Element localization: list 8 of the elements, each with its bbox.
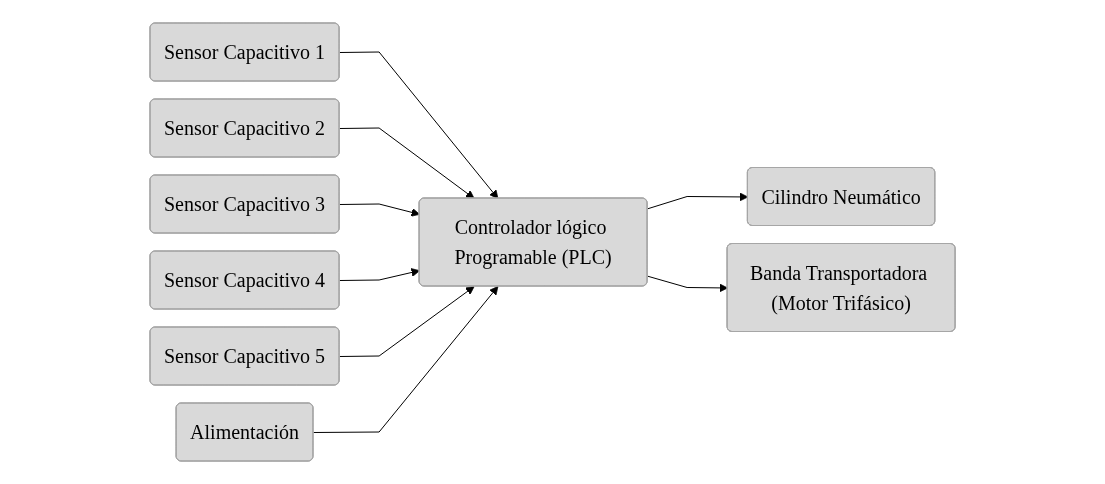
arrow bbox=[339, 268, 420, 281]
arrow bbox=[339, 203, 420, 217]
arrow bbox=[647, 192, 749, 210]
arrow bbox=[339, 51, 499, 199]
arrow bbox=[339, 286, 475, 357]
arrow bbox=[339, 127, 475, 199]
arrow bbox=[312, 286, 499, 433]
arrow bbox=[647, 275, 728, 293]
